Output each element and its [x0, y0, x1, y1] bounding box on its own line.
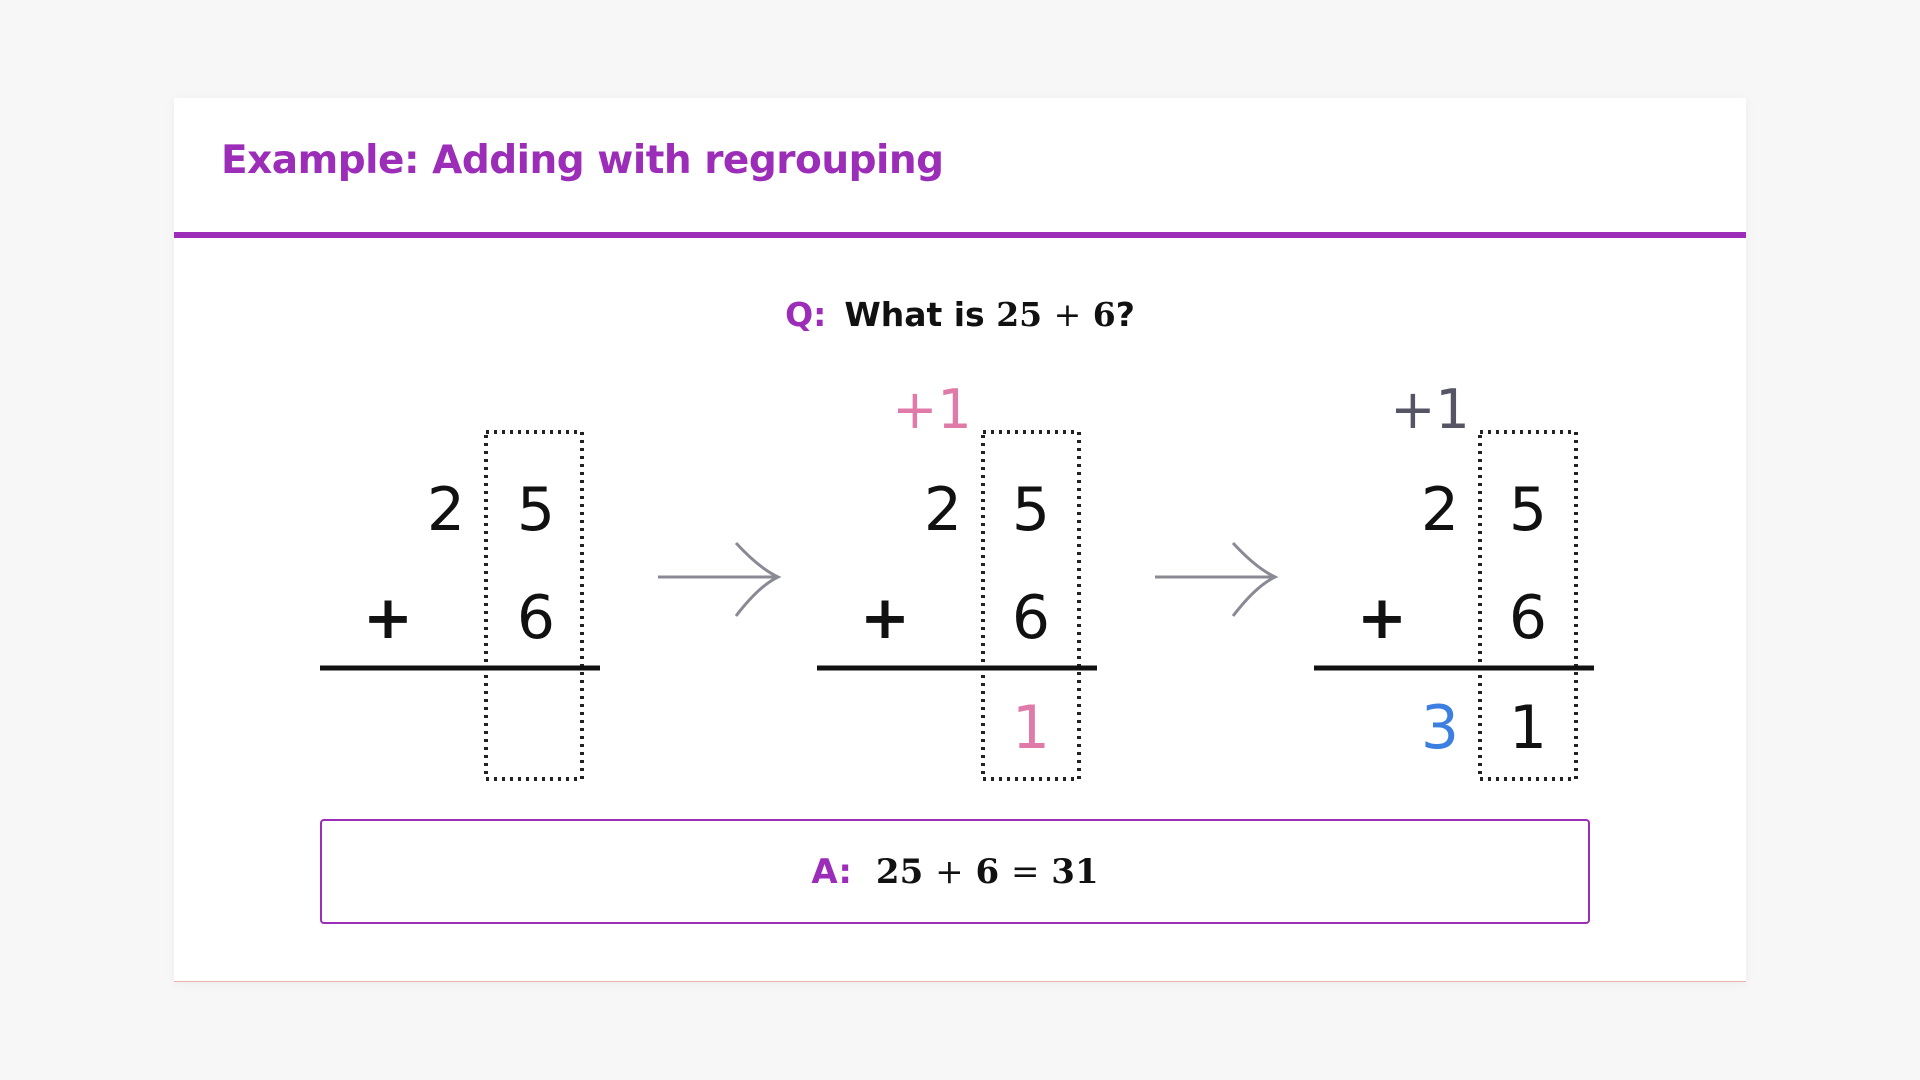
example-card: Example: Adding with regrouping Q: What i…	[174, 98, 1746, 982]
step-3: +1 2 5 + 6 3 1	[1314, 378, 1594, 781]
step1-top-ones: 5	[517, 475, 555, 545]
step2-top-ones: 5	[1012, 475, 1050, 545]
answer-expression: 25 + 6 = 31	[876, 852, 1099, 892]
right-arrow-icon	[1155, 541, 1279, 617]
step3-result-tens: 3	[1421, 693, 1459, 763]
question-suffix: ?	[1115, 295, 1135, 334]
step1-top-tens: 2	[427, 475, 465, 545]
question-operator: +	[1053, 295, 1082, 334]
step-1: 2 5 + 6	[320, 430, 600, 781]
question-text: What is	[844, 295, 985, 334]
step2-top-tens: 2	[924, 475, 962, 545]
question-operand-a: 25	[996, 295, 1043, 334]
question-prefix: Q:	[785, 295, 827, 334]
answer-box: A: 25 + 6 = 31	[320, 819, 1590, 924]
answer-equals: =	[1010, 851, 1040, 892]
step3-plus-sign: +	[1357, 583, 1407, 653]
step-2: +1 2 5 + 6 1	[817, 378, 1097, 781]
answer-operator: +	[935, 851, 964, 892]
step1-plus-sign: +	[363, 583, 413, 653]
question-operand-b: 6	[1092, 295, 1116, 334]
step2-result-ones: 1	[1012, 693, 1050, 763]
ones-column-box	[484, 430, 584, 781]
answer-operand-b: 6	[975, 851, 1000, 892]
question-expression: 25 + 6	[996, 295, 1116, 334]
ones-column-box	[981, 430, 1081, 781]
question: Q: What is 25 + 6?	[174, 295, 1746, 334]
step3-top-tens: 2	[1421, 475, 1459, 545]
step1-bottom-ones: 6	[517, 583, 555, 653]
answer-prefix: A:	[811, 851, 852, 892]
step3-carry: +1	[1390, 378, 1470, 441]
step3-bottom-ones: 6	[1509, 583, 1547, 653]
ones-column-box	[1478, 430, 1578, 781]
step3-result-ones: 1	[1509, 693, 1547, 763]
step2-plus-sign: +	[860, 583, 910, 653]
answer-result: 31	[1051, 851, 1099, 892]
right-arrow-icon	[658, 541, 782, 617]
step3-top-ones: 5	[1509, 475, 1547, 545]
answer-operand-a: 25	[875, 851, 924, 892]
card-title: Example: Adding with regrouping	[221, 138, 944, 183]
addition-steps-diagram: 2 5 + 6 +1 2 5 + 6 1 +1	[320, 378, 1594, 781]
step2-carry: +1	[892, 378, 972, 441]
step2-bottom-ones: 6	[1012, 583, 1050, 653]
card-header: Example: Adding with regrouping	[174, 98, 1746, 238]
